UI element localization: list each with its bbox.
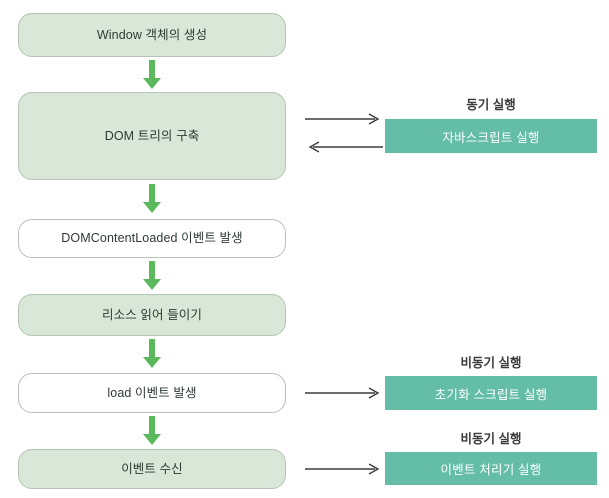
down-arrow-icon-1 bbox=[141, 60, 163, 90]
flow-node-dom-tree-build[interactable]: DOM 트리의 구축 bbox=[18, 92, 286, 180]
flow-node-label: load 이벤트 발생 bbox=[107, 385, 197, 400]
flow-node-window-create[interactable]: Window 객체의 생성 bbox=[18, 13, 286, 57]
flow-node-label: Window 객체의 생성 bbox=[96, 27, 208, 42]
down-arrow-icon-2 bbox=[141, 184, 163, 214]
flow-node-label: 이벤트 수신 bbox=[121, 461, 183, 476]
connector-arrow-right-async-init bbox=[305, 386, 383, 400]
flow-node-label: DOM 트리의 구축 bbox=[104, 128, 200, 143]
down-arrow-icon-4 bbox=[141, 339, 163, 369]
flow-node-domcontentloaded[interactable]: DOMContentLoaded 이벤트 발생 bbox=[18, 219, 286, 258]
side-box-label: 자바스크립트 실행 bbox=[442, 130, 540, 145]
connector-arrow-right-async-handler bbox=[305, 462, 383, 476]
flow-node-load-event[interactable]: load 이벤트 발생 bbox=[18, 373, 286, 413]
connector-arrow-left-sync bbox=[305, 140, 383, 154]
side-box-label: 초기화 스크립트 실행 bbox=[434, 387, 548, 402]
side-box-async-init[interactable]: 초기화 스크립트 실행 bbox=[385, 376, 597, 410]
side-caption-async-init: 비동기 실행 bbox=[460, 356, 522, 370]
flow-node-event-receive[interactable]: 이벤트 수신 bbox=[18, 449, 286, 489]
flow-node-label: 리소스 읽어 들이기 bbox=[102, 307, 202, 322]
flow-node-label: DOMContentLoaded 이벤트 발생 bbox=[61, 231, 243, 245]
side-caption-sync-js: 동기 실행 bbox=[466, 98, 516, 112]
flow-node-resource-load[interactable]: 리소스 읽어 들이기 bbox=[18, 294, 286, 336]
down-arrow-icon-3 bbox=[141, 261, 163, 291]
side-caption-async-handler: 비동기 실행 bbox=[460, 432, 522, 446]
connector-arrow-right-sync bbox=[305, 112, 383, 126]
side-box-label: 이벤트 처리기 실행 bbox=[440, 463, 542, 477]
side-box-async-handler[interactable]: 이벤트 처리기 실행 bbox=[385, 452, 597, 485]
down-arrow-icon-5 bbox=[141, 416, 163, 446]
side-box-sync-js[interactable]: 자바스크립트 실행 bbox=[385, 119, 597, 153]
